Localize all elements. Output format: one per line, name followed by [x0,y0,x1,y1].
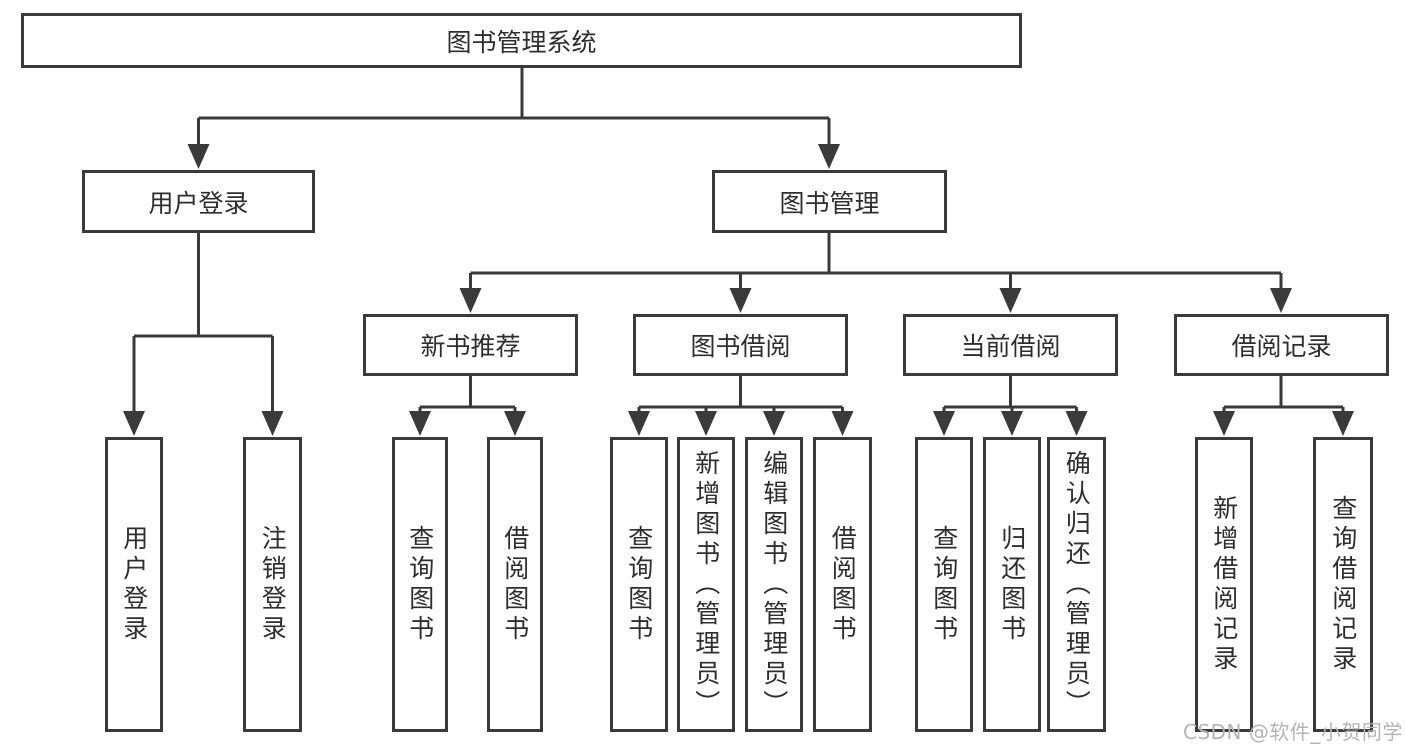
arrowhead [763,411,785,436]
arrowhead [409,411,431,436]
leaf-label: 编辑图书（管理员） [759,449,789,720]
node-root: 图书管理系统 [21,13,1022,68]
arrowhead [628,411,650,436]
arrowhead [1065,411,1088,436]
leaf-label: 借阅图书 [500,524,530,645]
leaf-label: 查询图书 [624,524,654,645]
node-new-book-recommendation: 新书推荐 [363,314,578,376]
arrowhead [1213,411,1235,436]
node-borrowing-records: 借阅记录 [1174,314,1389,376]
leaf-add-books-admin: 新增图书（管理员） [677,437,735,732]
node-user-login: 用户登录 [82,170,315,233]
connector-book-management-split [469,233,1283,289]
leaf-label: 查询借阅记录 [1328,494,1358,675]
connector-borrowing-records-split [1222,376,1345,412]
leaf-return-books: 归还图书 [983,437,1041,732]
leaf-query-books-current: 查询图书 [915,437,973,732]
leaf-user-login: 用户登录 [105,437,163,732]
arrowhead [933,411,955,436]
leaf-label: 用户登录 [119,524,149,645]
arrowhead [1270,288,1292,313]
arrowhead [123,411,145,436]
leaf-logout: 注销登录 [243,437,302,732]
leaf-edit-books-admin: 编辑图书（管理员） [745,437,803,732]
arrowhead [818,144,840,169]
connector-root-split [197,68,831,145]
leaf-label: 查询图书 [929,524,959,645]
connector-new-book-split [418,376,517,412]
node-book-borrowing: 图书借阅 [633,314,848,376]
leaf-label: 确认归还（管理员） [1062,449,1092,720]
arrowhead [695,411,717,436]
leaf-query-books-borrowing: 查询图书 [610,437,668,732]
arrowhead [1001,411,1023,436]
arrowhead [999,288,1022,313]
leaf-label: 新增图书（管理员） [691,449,721,720]
leaf-borrow-books-recommend: 借阅图书 [487,437,543,732]
arrowhead [504,411,526,436]
node-book-management: 图书管理 [712,170,947,233]
node-current-borrowing: 当前借阅 [903,314,1118,376]
arrowhead [261,411,284,436]
arrowhead [729,288,752,313]
arrowhead [831,411,854,436]
leaf-label: 新增借阅记录 [1209,494,1239,675]
connector-user-login-split [132,233,274,412]
leaf-label: 借阅图书 [828,524,858,645]
leaf-label: 查询图书 [405,524,435,645]
leaf-borrow-books: 借阅图书 [813,437,872,732]
leaf-add-borrow-record: 新增借阅记录 [1195,437,1253,732]
arrowhead [187,144,210,169]
leaf-confirm-return-admin: 确认归还（管理员） [1047,437,1106,732]
leaf-query-books-recommend: 查询图书 [392,437,448,732]
leaf-query-borrow-record: 查询借阅记录 [1313,437,1373,732]
connector-current-borrowing-split [942,376,1078,412]
arrowhead [459,288,482,313]
leaf-label: 归还图书 [997,524,1027,645]
connector-book-borrowing-split [637,376,844,412]
arrowhead [1332,411,1354,436]
csdn-watermark: CSDN @软件_小贺同学 [1183,720,1403,744]
leaf-label: 注销登录 [258,524,288,645]
